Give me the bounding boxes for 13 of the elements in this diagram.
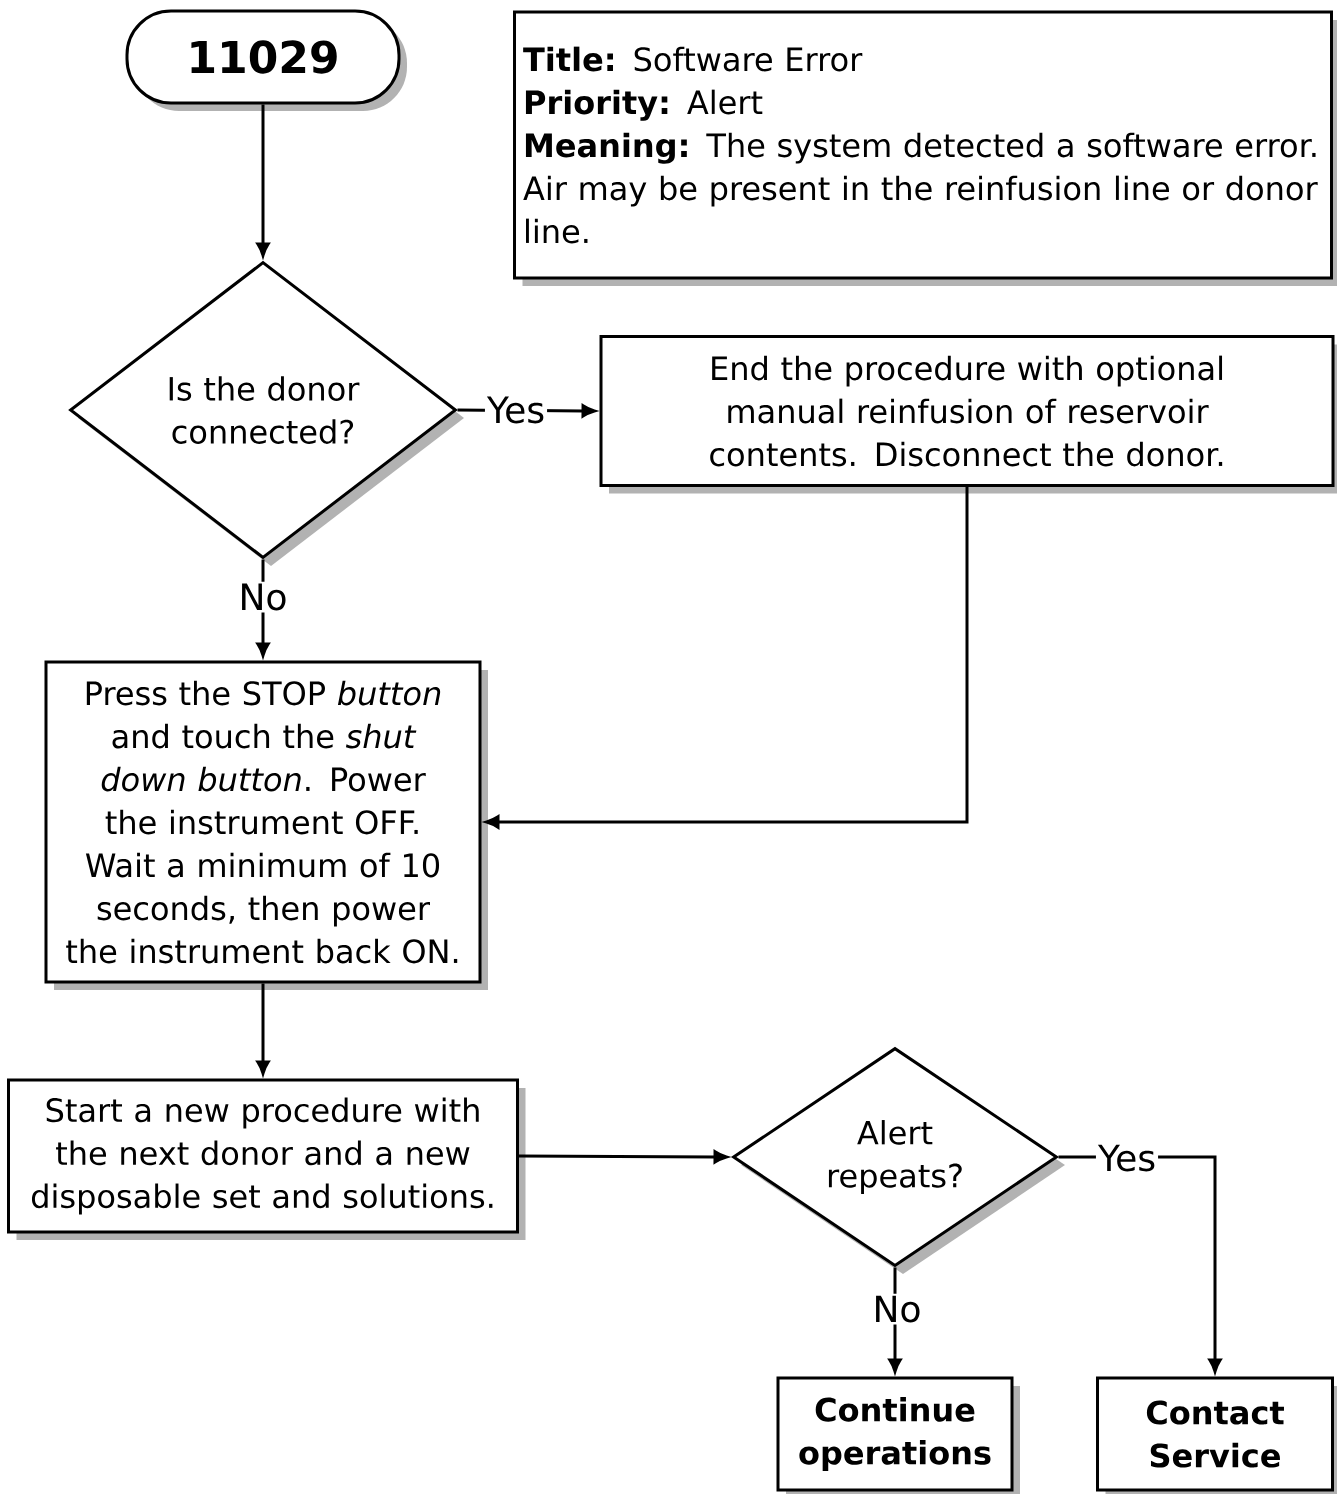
process-box: End the procedure with optional manual reinfusion of reservoir contents. Disconnect the donor.	[599, 335, 1337, 494]
end-box: Contact Service	[1096, 1376, 1337, 1494]
edge-label: Yes	[484, 394, 548, 426]
info-box: Title: Software Error Priority: Alert Meaning: The system detected a software error. Air may be present in the reinfusion line or donor line.	[513, 10, 1337, 286]
end-box: Continue operations	[776, 1376, 1020, 1494]
edge-label: No	[236, 581, 290, 613]
edge-label: No	[870, 1293, 924, 1325]
process-box: Start a new procedure with the next donor and a new disposable set and solutions.	[7, 1078, 526, 1240]
arrow	[256, 983, 270, 1075]
arrow	[485, 487, 969, 829]
process-box: Press the STOP button and touch the shut down button. Power the instrument OFF. Wait a minimum of 10 seconds, then power the instrument back ON.	[44, 660, 488, 990]
terminal-box: 11029	[125, 9, 407, 111]
edge-label: Yes	[1095, 1142, 1159, 1174]
